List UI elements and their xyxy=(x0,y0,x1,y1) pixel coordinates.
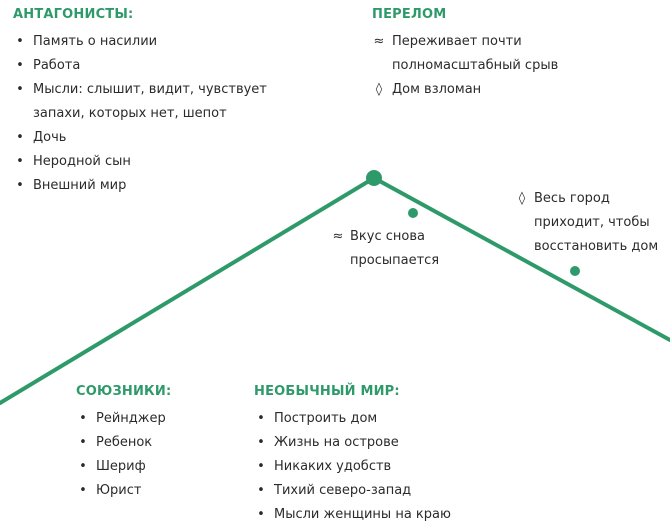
bullet-icon: • xyxy=(16,154,24,169)
list-item: •Ребенок xyxy=(76,431,246,455)
list-item: •Юрист xyxy=(76,479,246,503)
list-item: •Никаких удобств xyxy=(254,455,514,479)
turning-point-title: ПЕРЕЛОМ xyxy=(372,7,447,22)
taste-note: ≈ Вкус снова просыпается xyxy=(332,225,440,273)
list-item: •Неродной сын xyxy=(13,150,303,174)
list-item: •Жизнь на острове xyxy=(254,431,514,455)
list-item: •Рейнджер xyxy=(76,407,246,431)
antagonists-list: •Память о насилии •Работа •Мысли: слышит… xyxy=(13,30,303,198)
bullet-icon: • xyxy=(16,58,24,73)
taste-point xyxy=(408,208,418,218)
list-item: •Мысли: слышит, видит, чувствует запахи,… xyxy=(13,78,293,126)
bullet-icon: • xyxy=(257,459,265,474)
bullet-icon: • xyxy=(79,483,87,498)
unusual-world-list: •Построить дом •Жизнь на острове •Никаки… xyxy=(254,407,514,527)
list-item: •Тихий северо-запад xyxy=(254,479,514,503)
bullet-icon: • xyxy=(257,435,265,450)
city-note-line1: Весь город xyxy=(534,191,610,206)
bullet-icon: • xyxy=(16,34,24,49)
approx-icon: ≈ xyxy=(373,34,385,49)
antagonists-block: АНТАГОНИСТЫ: •Память о насилии •Работа •… xyxy=(13,6,303,198)
list-item: ◊Дом взломан xyxy=(372,78,662,102)
diamond-icon: ◊ xyxy=(375,82,383,97)
city-point xyxy=(570,266,580,276)
allies-block: СОЮЗНИКИ: •Рейнджер •Ребенок •Шериф •Юри… xyxy=(76,383,246,503)
list-item: •Построить дом xyxy=(254,407,514,431)
turning-point-list: ≈Переживает почти полномасштабный срыв ◊… xyxy=(372,30,662,102)
city-note-line2: приходит, чтобы xyxy=(534,215,650,230)
bullet-icon: • xyxy=(16,130,24,145)
city-note-line3: восстановить дом xyxy=(534,239,659,254)
taste-note-line2: просыпается xyxy=(350,253,440,268)
falling-line xyxy=(372,176,670,342)
antagonists-title: АНТАГОНИСТЫ: xyxy=(13,7,134,22)
list-item: •Дочь xyxy=(13,126,303,150)
approx-icon: ≈ xyxy=(332,229,344,244)
unusual-world-block: НЕОБЫЧНЫЙ МИР: •Построить дом •Жизнь на … xyxy=(254,383,514,527)
bullet-icon: • xyxy=(79,435,87,450)
bullet-icon: • xyxy=(79,459,87,474)
bullet-icon: • xyxy=(16,82,24,97)
taste-note-line1: Вкус снова xyxy=(350,229,425,244)
list-item: •Мысли женщины на краю xyxy=(254,503,514,527)
city-note: ◊ Весь город приходит, чтобы восстановит… xyxy=(516,187,658,259)
rising-line xyxy=(0,176,376,405)
bullet-icon: • xyxy=(16,178,24,193)
unusual-world-title: НЕОБЫЧНЫЙ МИР: xyxy=(254,384,400,399)
list-item: •Работа xyxy=(13,54,303,78)
list-item: ≈Переживает почти полномасштабный срыв xyxy=(372,30,602,78)
bullet-icon: • xyxy=(79,411,87,426)
list-item: •Внешний мир xyxy=(13,174,303,198)
list-item: •Шериф xyxy=(76,455,246,479)
diamond-icon: ◊ xyxy=(518,191,526,206)
bullet-icon: • xyxy=(257,411,265,426)
bullet-icon: • xyxy=(257,483,265,498)
list-item: •Память о насилии xyxy=(13,30,303,54)
bullet-icon: • xyxy=(257,507,265,522)
allies-title: СОЮЗНИКИ: xyxy=(76,384,172,399)
allies-list: •Рейнджер •Ребенок •Шериф •Юрист xyxy=(76,407,246,503)
peak-point xyxy=(366,170,382,186)
turning-point-block: ПЕРЕЛОМ ≈Переживает почти полномасштабны… xyxy=(372,6,662,102)
